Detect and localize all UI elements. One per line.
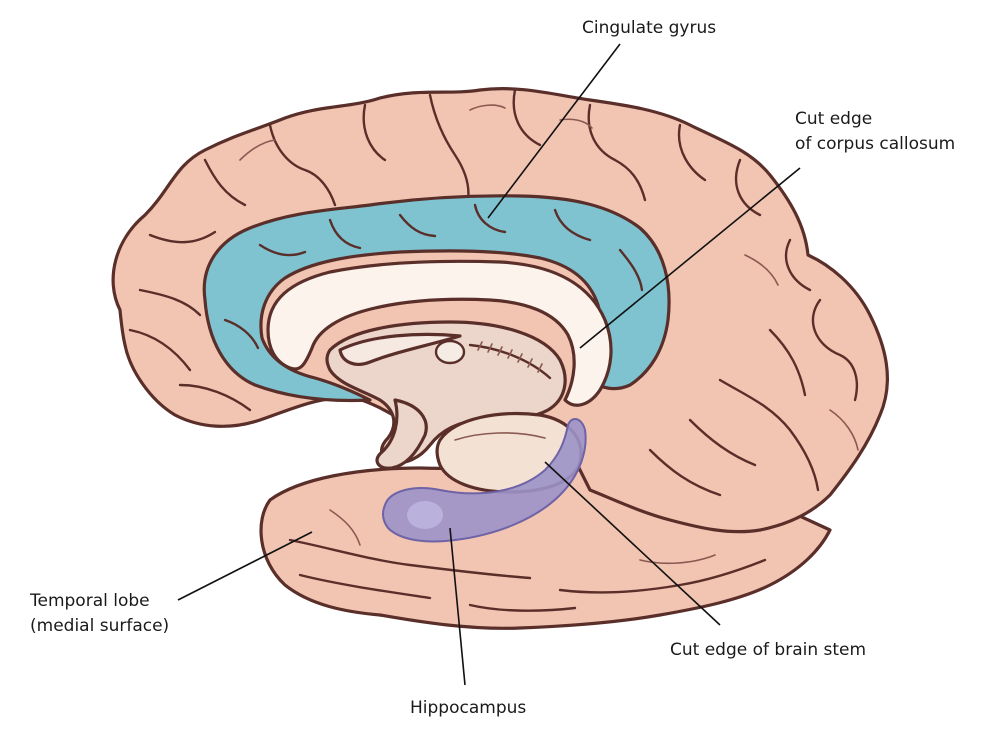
corpus-callosum [266, 259, 613, 407]
leader-lines [177, 43, 801, 686]
label-brain-stem: Cut edge of brain stem [670, 640, 866, 660]
inner-structures [325, 320, 567, 470]
cerebral-cortex [111, 87, 890, 534]
corpus-callosum-leader [579, 167, 801, 349]
label-hippocampus: Hippocampus [410, 698, 526, 718]
label-temporal-lobe-line1: Temporal lobe [29, 591, 150, 611]
cingulate-gyrus-leader [487, 43, 621, 219]
label-temporal-lobe-line2: (medial surface) [30, 616, 169, 636]
brain-stem-leader [544, 461, 721, 626]
labels: Cingulate gyrus Cut edge of corpus callo… [29, 18, 955, 718]
label-corpus-callosum-line2: of corpus callosum [795, 134, 955, 154]
hippocampus-region [382, 418, 587, 543]
temporal-lobe-leader [177, 531, 313, 601]
label-corpus-callosum-line1: Cut edge [795, 109, 872, 129]
label-cingulate-gyrus: Cingulate gyrus [582, 18, 716, 38]
hippocampus-leader [449, 527, 466, 686]
